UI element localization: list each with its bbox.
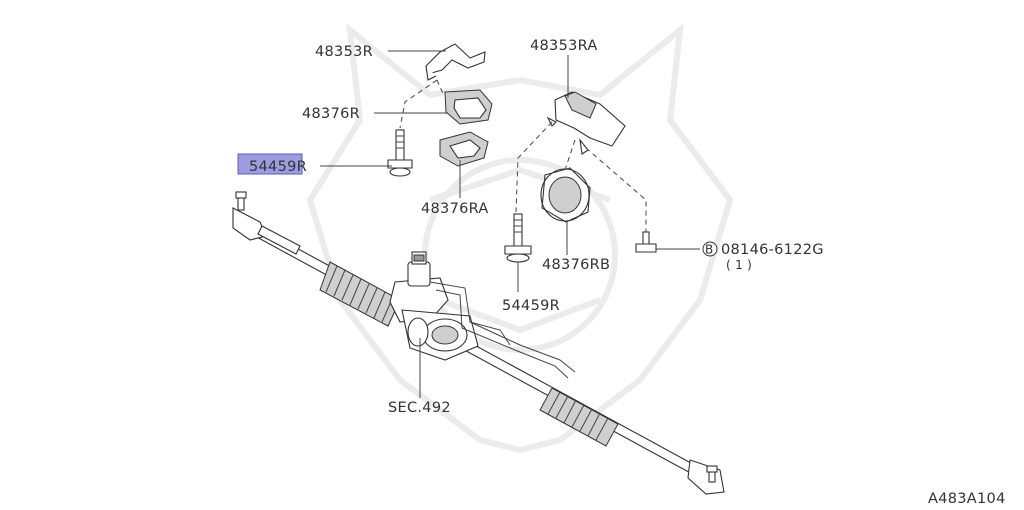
- bolt-54459R-left: [387, 129, 413, 177]
- bolt-08146-6122G: [635, 231, 657, 253]
- label-48353R: 48353R: [315, 44, 373, 60]
- right-assembly-dash: [515, 121, 647, 232]
- bolt-54459R-right: [504, 213, 532, 263]
- left-assembly-dash: [399, 79, 445, 129]
- label-48376RA: 48376RA: [421, 201, 489, 217]
- label-54459R-right[interactable]: 54459R: [502, 298, 560, 314]
- leader-lines: [320, 50, 700, 398]
- label-48353RA: 48353RA: [530, 38, 598, 54]
- callout-08146-6122G: B 08146-6122G ( 1 ): [702, 241, 824, 272]
- insulator-48376RA: [439, 131, 489, 167]
- highlight-54459R: [237, 153, 303, 175]
- bracket-48353R: [425, 43, 486, 81]
- gear-housing: [389, 251, 576, 379]
- bolt-b-symbol: B: [705, 243, 714, 257]
- insulator-48376RB: [540, 167, 591, 223]
- right-bellows-boot: [539, 387, 619, 447]
- diagram-code: A483A104: [928, 491, 1006, 507]
- label-sec-492[interactable]: SEC.492: [388, 400, 451, 416]
- insulator-48376R: [444, 89, 493, 125]
- label-08146-6122G: 08146-6122G: [721, 242, 824, 258]
- label-48376RB: 48376RB: [542, 257, 610, 273]
- circled-b-icon: [702, 241, 718, 257]
- label-08146-qty: ( 1 ): [726, 258, 752, 272]
- bracket-48353RA: [546, 91, 626, 155]
- steering-rack-assembly: [232, 191, 725, 495]
- label-48376R: 48376R: [302, 106, 360, 122]
- left-bellows-boot: [319, 261, 401, 327]
- label-54459R-left[interactable]: 54459R: [249, 159, 307, 175]
